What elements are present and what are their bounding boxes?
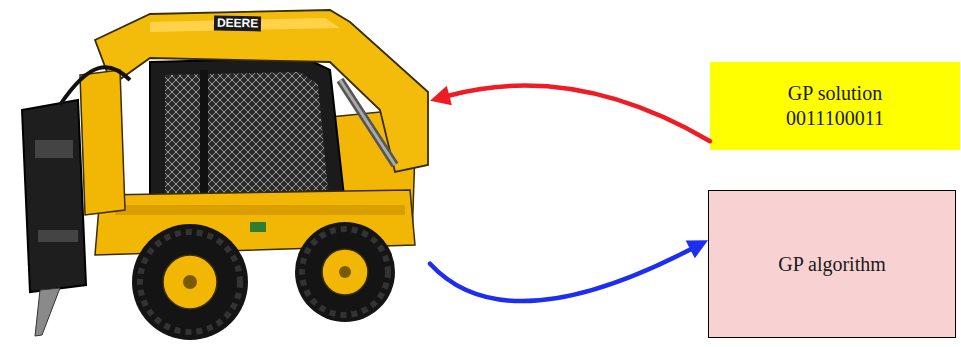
arrow-head — [430, 86, 452, 105]
machine-node: DEERE — [0, 0, 430, 347]
box-body: 0011100011 — [786, 106, 884, 131]
process-box: GP solution0011100011 — [710, 62, 960, 150]
curved-arrow — [430, 249, 690, 301]
process-box: GP algorithm — [708, 190, 956, 338]
arrow-head — [686, 240, 708, 258]
brand-decal: DEERE — [214, 16, 262, 32]
curved-arrow — [449, 86, 710, 142]
box-heading: GP solution — [788, 81, 882, 106]
box-heading: GP algorithm — [778, 252, 886, 277]
